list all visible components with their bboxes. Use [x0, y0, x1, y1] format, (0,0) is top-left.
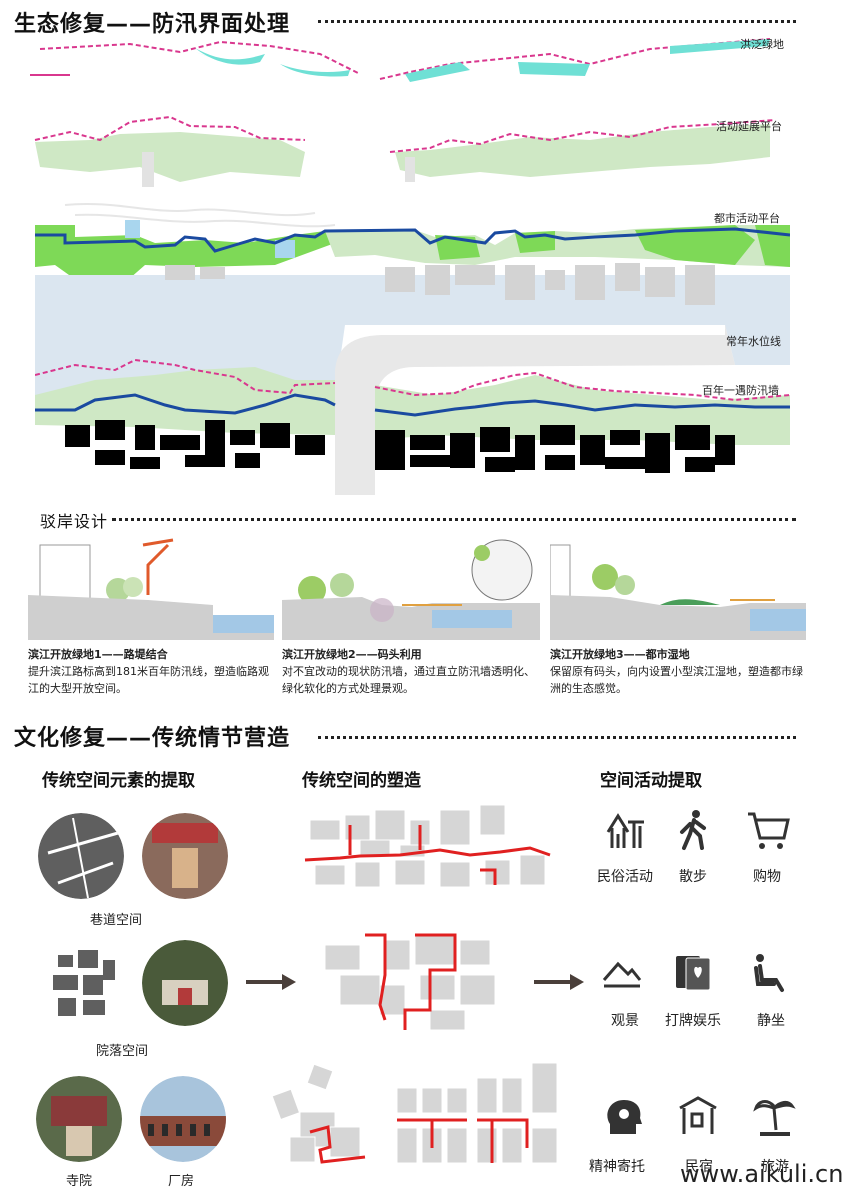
bank-caption-2: 滨江开放绿地2——码头利用 对不宜改动的现状防汛墙，通过直立防汛墙透明化、绿化软… — [282, 646, 540, 697]
label-alley: 巷道空间 — [90, 913, 143, 928]
landscape-view-icon — [602, 961, 642, 988]
activity-label: 静坐 — [757, 1013, 785, 1029]
section-title-ecology: 生态修复——防汛界面处理 — [14, 12, 291, 37]
temple-shaping-diagram — [271, 1063, 366, 1164]
walking-icon — [680, 810, 706, 850]
bank-caption-desc: 提升滨江路标高到181米百年防汛线，塑造临路观江的大型开放空间。 — [28, 665, 269, 695]
column-title-activity: 空间活动提取 — [600, 771, 702, 791]
activity-label: 精神寄托 — [589, 1159, 645, 1175]
bank-caption-title: 滨江开放绿地1——路堤结合 — [28, 648, 168, 661]
bank-caption-1: 滨江开放绿地1——路堤结合 提升滨江路标高到181米百年防汛线，塑造临路观江的大… — [28, 646, 274, 697]
alley-fabric-circle — [38, 813, 124, 899]
label-normal-water: 常年水位线 — [726, 335, 781, 348]
courtyard-photo-circle — [142, 940, 228, 1026]
sitting-icon — [754, 954, 784, 992]
label-courtyard: 院落空间 — [96, 1044, 149, 1059]
courtyard-fabric-circle — [53, 950, 115, 1016]
column-title-shape: 传统空间的塑造 — [302, 771, 421, 791]
bank-caption-title: 滨江开放绿地2——码头利用 — [282, 648, 422, 661]
palm-tree-icon — [753, 1100, 796, 1136]
activity-label: 民宿 — [685, 1159, 713, 1175]
activity-label: 打牌娱乐 — [665, 1013, 721, 1029]
factory-photo-circle — [140, 1076, 226, 1162]
column-title-extract: 传统空间元素的提取 — [42, 771, 195, 791]
alley-photo-circle — [142, 813, 228, 899]
activity-label: 购物 — [753, 869, 781, 885]
label-flood-green: 洪泛绿地 — [740, 38, 784, 51]
title-dotted-rule — [112, 518, 796, 521]
mind-gear-icon — [607, 1100, 642, 1134]
temple-photo-circle — [36, 1076, 122, 1162]
bank-caption-title: 滨江开放绿地3——都市湿地 — [550, 648, 690, 661]
playing-cards-icon — [676, 956, 711, 991]
activity-platform-layer — [34, 115, 776, 187]
bank-caption-desc: 对不宜改动的现状防汛墙，通过直立防汛墙透明化、绿化软化的方式处理景观。 — [282, 665, 535, 695]
bank-section-1 — [28, 535, 274, 640]
arrow-right-icon — [246, 974, 296, 990]
label-flood-wall: 百年一遇防汛墙 — [702, 384, 779, 397]
section-title-culture: 文化修复——传统情节营造 — [14, 726, 291, 751]
label-temple: 寺院 — [66, 1174, 93, 1189]
folk-house-icon — [606, 813, 644, 848]
factory-shaping-diagram — [396, 1062, 558, 1164]
title-dotted-rule — [318, 736, 796, 739]
label-urban-platform: 都市活动平台 — [714, 212, 780, 225]
activity-label: 观景 — [611, 1013, 639, 1029]
urban-flood-map — [35, 202, 790, 495]
label-factory: 厂房 — [168, 1174, 195, 1189]
bank-section-2 — [282, 539, 540, 640]
bank-caption-3: 滨江开放绿地3——都市湿地 保留原有码头，向内设置小型滨江湿地，塑造都市绿洲的生… — [550, 646, 806, 697]
bank-section-3 — [550, 544, 806, 640]
section-title-bank: 驳岸设计 — [40, 512, 109, 531]
title-dotted-rule — [318, 20, 796, 23]
activity-label: 散步 — [679, 869, 707, 885]
watermark: www.aikuli.cn — [680, 1160, 844, 1188]
activity-label: 旅游 — [761, 1159, 789, 1175]
courtyard-shaping-diagram — [324, 933, 496, 1031]
arrow-right-icon — [534, 974, 584, 990]
alley-shaping-diagram — [304, 804, 551, 888]
homestay-icon — [679, 1096, 717, 1134]
bank-caption-desc: 保留原有码头，向内设置小型滨江湿地，塑造都市绿洲的生态感觉。 — [550, 665, 803, 695]
label-activity-platform: 活动延展平台 — [716, 120, 782, 133]
flood-green-layer — [30, 38, 771, 82]
shopping-cart-icon — [748, 812, 790, 849]
activity-label: 民俗活动 — [597, 869, 653, 885]
